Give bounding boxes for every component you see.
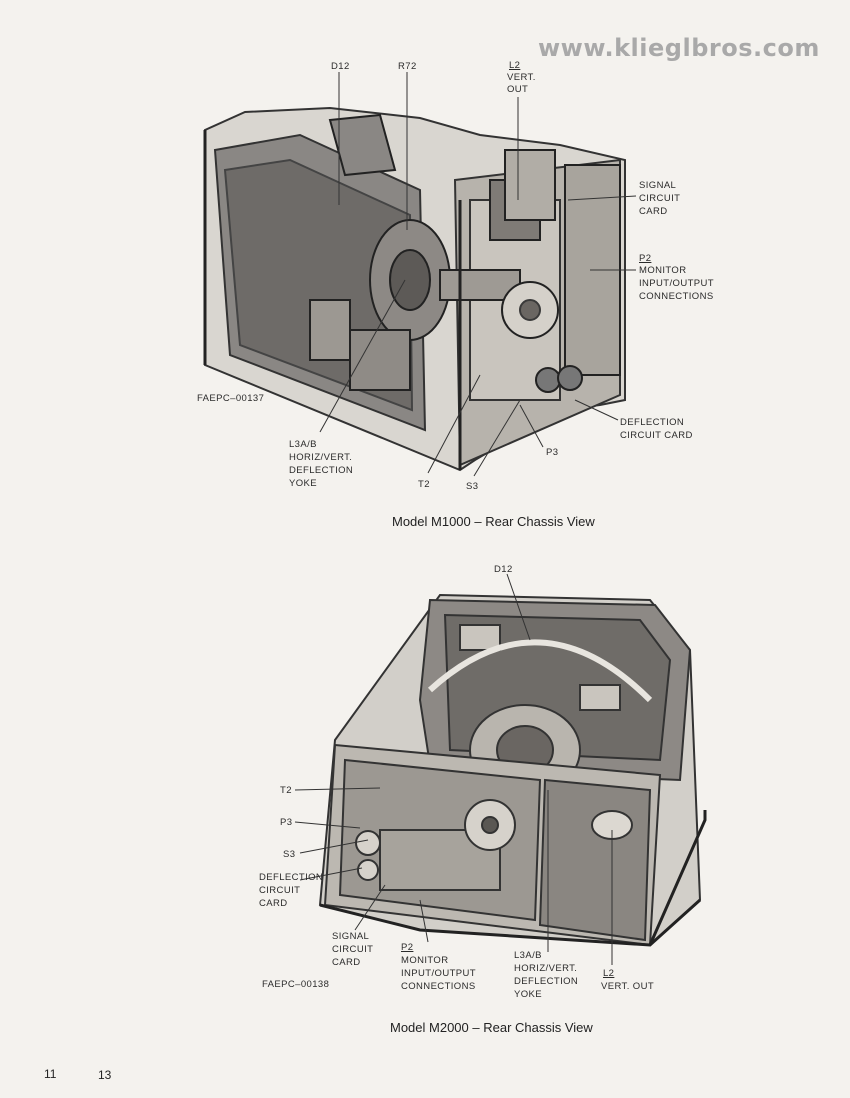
fig2-label-t2: T2	[280, 785, 292, 796]
fig2-label-yoke: DEFLECTION	[514, 976, 579, 987]
page-number-right: 13	[98, 1068, 112, 1082]
fig1-label-signal-card: CIRCUIT	[639, 193, 681, 204]
fig1-label-t2: T2	[418, 479, 430, 490]
fig1-figure-code: FAEPC–00137	[197, 393, 265, 404]
fig2-label-signal-card: SIGNAL	[332, 931, 370, 942]
fig2-figure-code: FAEPC–00138	[262, 979, 330, 990]
fig2-label-deflection-card: CIRCUIT	[259, 885, 301, 896]
fig2-label-d12: D12	[494, 564, 513, 575]
fig2-label-signal-card: CARD	[332, 957, 361, 968]
fig2-label-yoke: HORIZ/VERT.	[514, 963, 578, 974]
fig2-label-yoke: YOKE	[514, 989, 542, 1000]
fig2-label-deflection-card: DEFLECTION	[259, 872, 324, 883]
fig2-label-p3: P3	[280, 817, 293, 828]
fig1-label-signal-card: CARD	[639, 206, 668, 217]
fig1-label-yoke: YOKE	[289, 478, 317, 489]
fig1-label-p2: P2	[639, 253, 652, 264]
fig2-label-yoke: L3A/B	[514, 950, 542, 961]
fig1-label-l2: L2	[509, 60, 521, 71]
fig1-label-p2-desc: CONNECTIONS	[639, 291, 714, 302]
fig2-label-l2: L2	[603, 968, 615, 979]
fig1-label-yoke: L3A/B	[289, 439, 317, 450]
fig1-label-r72: R72	[398, 61, 417, 72]
fig1-label-d12: D12	[331, 61, 350, 72]
fig1-label-deflection-card: CIRCUIT CARD	[620, 430, 693, 441]
fig1-label-signal-card: SIGNAL	[639, 180, 677, 191]
fig1-label-yoke: DEFLECTION	[289, 465, 354, 476]
page-number-left: 11	[44, 1067, 57, 1081]
watermark: www.klieglbros.com	[538, 34, 820, 62]
fig1-label-p2-desc: INPUT/OUTPUT	[639, 278, 714, 289]
fig1-label-yoke: HORIZ/VERT.	[289, 452, 353, 463]
fig2-label-signal-card: CIRCUIT	[332, 944, 374, 955]
fig2-label-l2-desc: VERT. OUT	[601, 981, 655, 992]
fig2-label-deflection-card: CARD	[259, 898, 288, 909]
fig2-label-p2-desc: CONNECTIONS	[401, 981, 476, 992]
fig1-label-p3: P3	[546, 447, 559, 458]
fig2-label-s3: S3	[283, 849, 296, 860]
fig2-label-p2-desc: MONITOR	[401, 955, 449, 966]
fig1-label-l2-desc: VERT.	[507, 72, 536, 83]
fig1-label-p2-desc: MONITOR	[639, 265, 687, 276]
fig2-caption: Model M2000 – Rear Chassis View	[390, 1020, 593, 1035]
fig1-label-s3: S3	[466, 481, 479, 492]
fig2-label-p2-desc: INPUT/OUTPUT	[401, 968, 476, 979]
fig2-label-p2: P2	[401, 942, 414, 953]
fig1-label-l2-desc: OUT	[507, 84, 529, 95]
fig1-label-deflection-card: DEFLECTION	[620, 417, 685, 428]
fig1-caption: Model M1000 – Rear Chassis View	[392, 514, 595, 529]
